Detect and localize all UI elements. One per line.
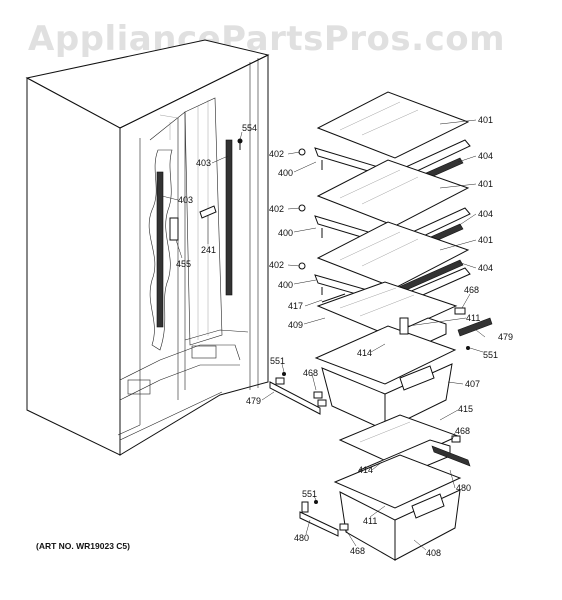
callout-407: 407 (465, 379, 480, 389)
callout-554: 554 (242, 123, 257, 133)
crisper-drawer-upper (269, 307, 493, 431)
callout-479-right: 479 (498, 332, 513, 342)
callout-labels: 401 402 404 400 401 402 404 400 401 402 … (176, 115, 513, 558)
callout-404-top: 404 (478, 151, 493, 161)
callout-414-lower: 414 (358, 465, 373, 475)
callout-551-lower: 551 (302, 489, 317, 499)
callout-468-left: 468 (303, 368, 318, 378)
callout-401-mid: 401 (478, 179, 493, 189)
callout-404-mid: 404 (478, 209, 493, 219)
callout-400-top: 400 (278, 168, 293, 178)
callout-411-upper: 411 (466, 313, 480, 323)
callout-402-top: 402 (269, 149, 284, 159)
callout-480-left: 480 (294, 533, 309, 543)
art-number: (ART NO. WR19023 C5) (36, 541, 130, 551)
callout-411-lower: 411 (363, 516, 377, 526)
callout-400-mid: 400 (278, 228, 293, 238)
callout-551-right: 551 (483, 350, 498, 360)
callout-403-left: 403 (178, 195, 193, 205)
callout-402-low: 402 (269, 260, 284, 270)
callout-480-right: 480 (456, 483, 471, 493)
callout-401-top: 401 (478, 115, 493, 125)
callout-401-low: 401 (478, 235, 493, 245)
callout-408: 408 (426, 548, 441, 558)
crisper-drawer-lower (299, 435, 471, 561)
callout-402-mid: 402 (269, 204, 284, 214)
watermark: AppliancePartsPros.com (28, 19, 505, 59)
callout-400-low: 400 (278, 280, 293, 290)
leader-lines (161, 119, 486, 551)
callout-468-bottom: 468 (350, 546, 365, 556)
callout-417: 417 (288, 301, 303, 311)
callout-414-upper: 414 (357, 348, 372, 358)
callout-404-low: 404 (478, 263, 493, 273)
callout-468-lower: 468 (455, 426, 470, 436)
callout-409: 409 (288, 320, 303, 330)
callout-415: 415 (458, 404, 473, 414)
callout-551-left: 551 (270, 356, 285, 366)
shelf-stack (298, 91, 471, 337)
callout-403-right: 403 (196, 158, 211, 168)
refrigerator-cabinet (25, 39, 270, 456)
callout-468-upper: 468 (464, 285, 479, 295)
callout-479-left: 479 (246, 396, 261, 406)
callout-241: 241 (201, 245, 216, 255)
callout-455: 455 (176, 259, 191, 269)
